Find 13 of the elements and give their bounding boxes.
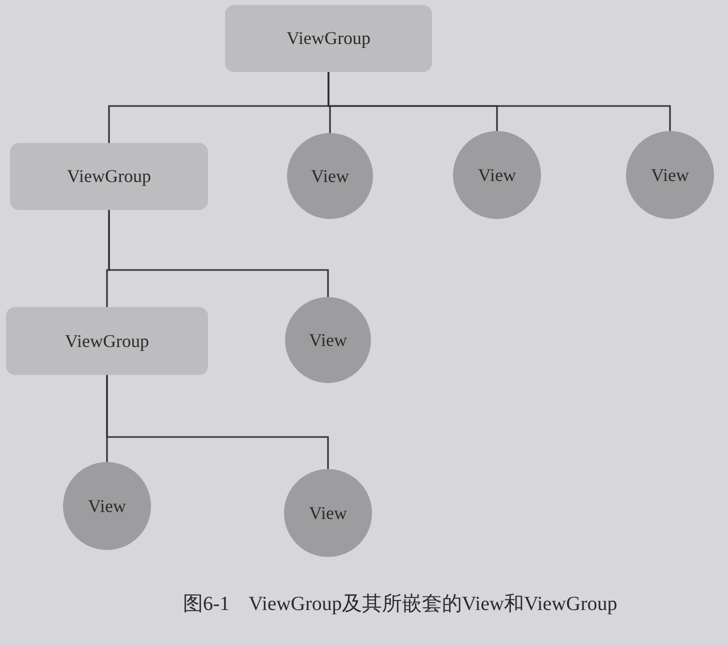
view-circle: View [287,133,373,219]
view-circle: View [626,131,714,219]
view-circle: View [285,297,371,383]
connector-line [328,72,671,131]
view-circle: View [453,131,541,219]
group-box: ViewGroup [6,307,208,375]
group-box: ViewGroup [10,143,208,210]
group-box: ViewGroup [225,5,432,72]
view-circle: View [63,462,151,550]
connector-line [106,375,329,469]
connector-line [108,210,329,297]
figure-caption: 图6-1 ViewGroup及其所嵌套的View和ViewGroup [183,592,618,617]
view-circle: View [284,469,372,557]
